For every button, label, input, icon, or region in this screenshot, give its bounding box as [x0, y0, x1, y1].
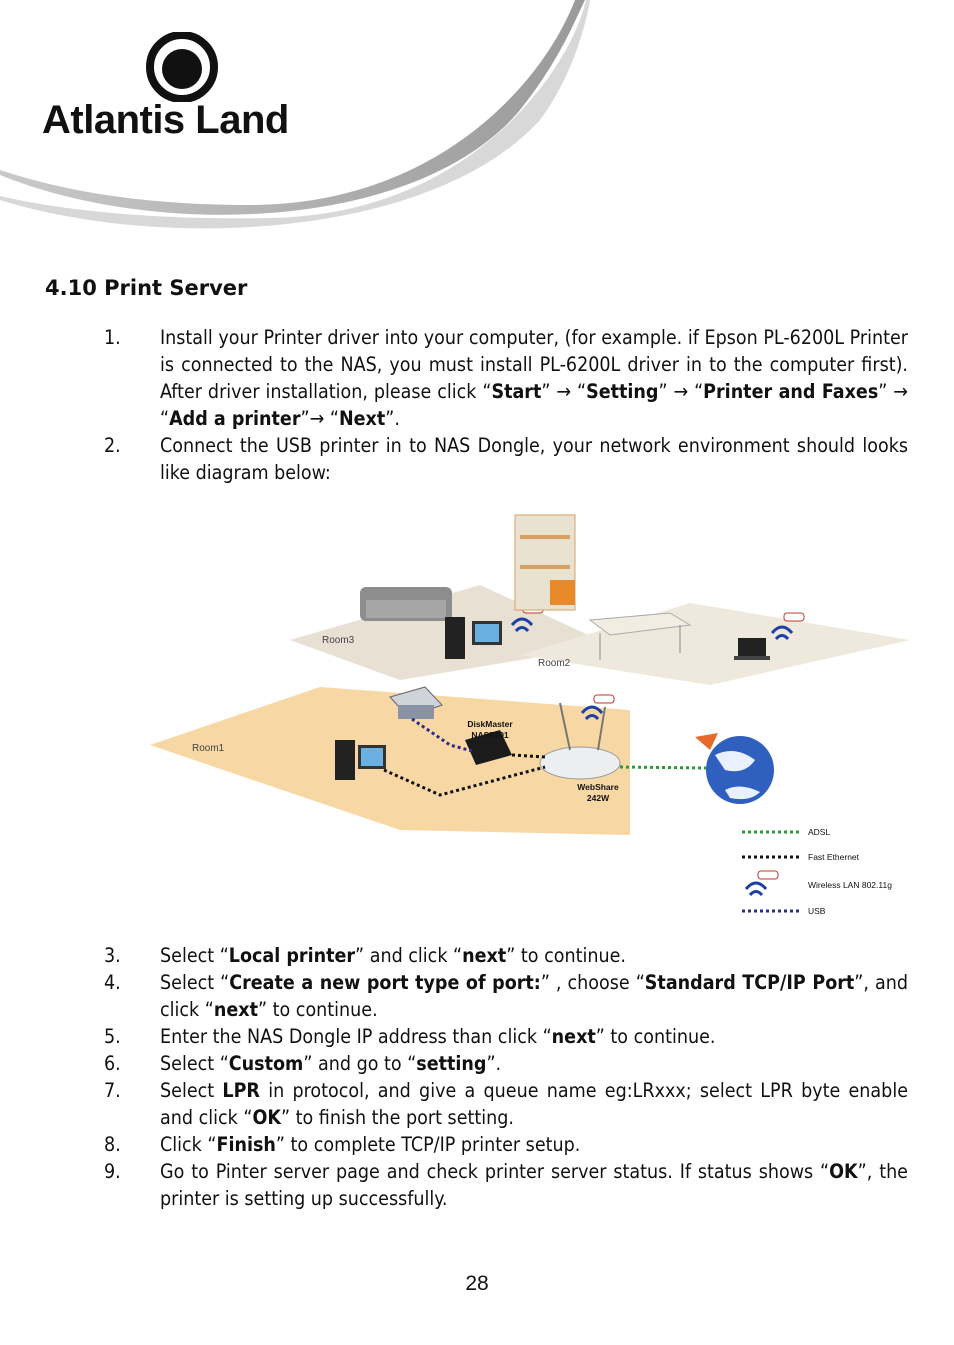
usb-link: [411, 717, 473, 753]
ethernet-link: [383, 765, 546, 797]
step-number: 8.: [104, 1133, 121, 1156]
step-item: 7. Select LPR in protocol, and give a que…: [0, 1077, 954, 1131]
step-text: Select “Custom” and go to “setting”.: [160, 1052, 502, 1075]
diagram-legend: ADSL Fast Ethernet Wireless LAN 802.11g …: [742, 827, 892, 916]
desktop-computer-icon: [335, 740, 386, 780]
room-label-2: Room2: [538, 658, 571, 669]
legend-adsl-label: ADSL: [808, 827, 830, 837]
step-item: 4. Select “Create a new port type of port…: [0, 969, 954, 1023]
page-number: 28: [465, 1272, 489, 1295]
step-item: 8. Click “Finish” to complete TCP/IP prin…: [0, 1131, 954, 1158]
step-text: Select “Create a new port type of port:”…: [160, 971, 908, 1021]
steps-list-part2: 3. Select “Local printer” and click “next…: [0, 942, 954, 1212]
adsl-link: [619, 765, 707, 770]
room-label-3: Room3: [322, 635, 355, 646]
nas-label-line1: DiskMaster: [467, 719, 513, 729]
step-item: 6. Select “Custom” and go to “setting”.: [0, 1050, 954, 1077]
step-text: Go to Pinter server page and check print…: [160, 1160, 908, 1210]
step-text: Select “Local printer” and click “next” …: [160, 944, 626, 967]
step-number: 4.: [104, 971, 121, 994]
legend-ethernet-label: Fast Ethernet: [808, 852, 860, 862]
nas-label-line2: NASF101: [471, 730, 509, 740]
step-item: 3. Select “Local printer” and click “next…: [0, 942, 954, 969]
network-diagram: Room3 Room2 Room1: [150, 514, 910, 916]
step-number: 1.: [104, 326, 121, 349]
step-number: 5.: [104, 1025, 121, 1048]
desktop-computer-icon: [445, 617, 502, 659]
desk-shelf-icon: [514, 514, 576, 611]
step-number: 2.: [104, 434, 121, 457]
step-text: Enter the NAS Dongle IP address than cli…: [160, 1025, 716, 1048]
sofa-icon: [360, 587, 452, 621]
step-text: Connect the USB printer in to NAS Dongle…: [160, 434, 908, 484]
steps-list-part1: 1. Install your Printer driver into your …: [0, 324, 954, 486]
nas-dongle-icon: [465, 730, 512, 765]
step-text: Select LPR in protocol, and give a queue…: [160, 1079, 908, 1129]
step-text: Install your Printer driver into your co…: [160, 326, 908, 430]
room2-floor: [520, 603, 910, 685]
step-number: 3.: [104, 944, 121, 967]
brand-logo: Atlantis Land: [42, 32, 312, 142]
legend-usb-label: USB: [808, 906, 826, 916]
laptop-icon: [734, 638, 770, 660]
step-text: Click “Finish” to complete TCP/IP printe…: [160, 1133, 581, 1156]
wifi-signal-icon: [770, 612, 805, 641]
step-item: 2. Connect the USB printer in to NAS Dong…: [0, 432, 954, 486]
room1-floor: [150, 687, 630, 835]
dining-table-icon: [588, 612, 692, 660]
step-item: 9. Go to Pinter server page and check pri…: [0, 1158, 954, 1212]
step-item: 5. Enter the NAS Dongle IP address than c…: [0, 1023, 954, 1050]
logo-mark-icon: [146, 32, 218, 102]
wifi-signal-icon: [580, 694, 615, 721]
router-label-line1: WebShare: [577, 782, 619, 792]
step-number: 7.: [104, 1079, 121, 1102]
globe-icon: [695, 733, 774, 804]
step-number: 9.: [104, 1160, 121, 1183]
router-icon: [539, 702, 621, 780]
brand-name: Atlantis Land: [42, 98, 289, 142]
section-title: 4.10 Print Server: [45, 276, 248, 300]
header-swoosh: [0, 0, 590, 229]
step-number: 6.: [104, 1052, 121, 1075]
legend-wifi-icon: [744, 870, 779, 897]
room-label-1: Room1: [192, 743, 225, 754]
legend-wifi-label: Wireless LAN 802.11g: [808, 880, 892, 890]
step-item: 1. Install your Printer driver into your …: [0, 324, 954, 432]
printer-icon: [389, 686, 443, 719]
router-label-line2: 242W: [587, 793, 610, 803]
